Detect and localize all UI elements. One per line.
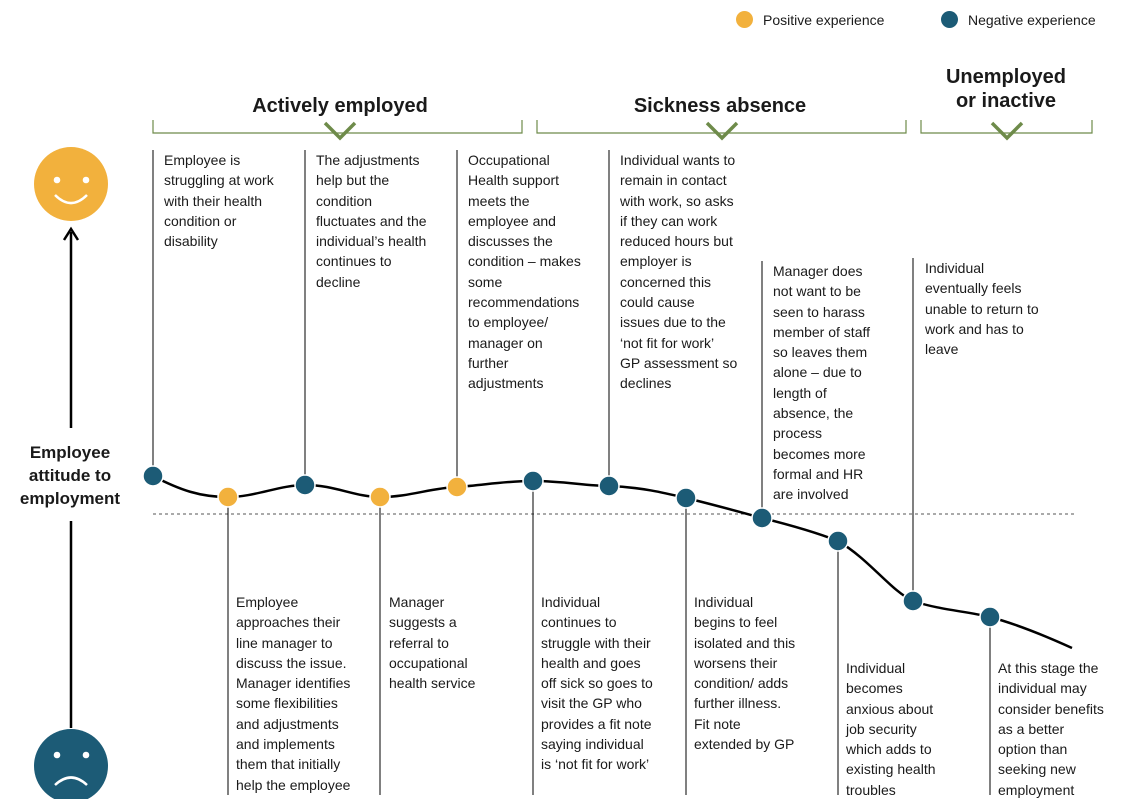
journey-point-positive (446, 476, 468, 498)
legend-positive-label: Positive experience (763, 11, 885, 28)
legend-negative-label: Negative experience (968, 11, 1096, 28)
journey-point-negative (979, 606, 1001, 628)
annotation-above-6: Individual eventually feels unable to re… (925, 260, 1039, 358)
chevron-down-icon (990, 121, 1024, 141)
journey-point-positive (217, 486, 239, 508)
annotation-above-2: The adjustments help but the condition f… (316, 152, 427, 290)
annotation-above-5: Manager does not want to be seen to hara… (773, 263, 871, 503)
arrow-up-icon (62, 226, 80, 241)
negative-dot-icon (941, 11, 958, 28)
annotation-above-3: Occupational Health support meets the em… (468, 152, 581, 392)
journey-point-negative (751, 507, 773, 529)
annotation-below-1: Employee approaches their line manager t… (236, 594, 351, 793)
journey-points (142, 465, 1001, 628)
journey-point-negative (902, 590, 924, 612)
annotation-above-1: Employee is struggling at work with thei… (164, 152, 274, 250)
connector-lines (152, 150, 991, 795)
journey-point-negative (827, 530, 849, 552)
y-axis-label: Employee attitude to employment (19, 443, 121, 508)
journey-point-negative (142, 465, 164, 487)
phase-brace-unemployed (920, 120, 1093, 134)
sad-face-icon (34, 729, 108, 799)
annotation-below-6: At this stage the individual may conside… (998, 660, 1104, 798)
phase-brace-actively-employed (152, 120, 523, 134)
journey-point-negative (294, 474, 316, 496)
phase-title-actively-employed: Actively employed (252, 95, 428, 117)
legend-negative: Negative experience (941, 11, 1096, 28)
phase-title-unemployed-or-inactive: Unemployed or inactive (945, 66, 1067, 112)
chevron-down-icon (323, 121, 357, 141)
annotation-below-4: Individual begins to feel isolated and t… (694, 594, 796, 753)
annotation-above-4: Individual wants to remain in contact wi… (620, 152, 738, 392)
annotation-below-5: Individual becomes anxious about job sec… (846, 660, 936, 798)
phase-title-sickness-absence: Sickness absence (633, 95, 807, 117)
positive-dot-icon (736, 11, 753, 28)
journey-point-negative (675, 487, 697, 509)
journey-point-negative (522, 470, 544, 492)
annotation-below-2: Manager suggests a referral to occupatio… (389, 594, 476, 692)
chevron-down-icon (705, 121, 739, 141)
phase-brace-sickness-absence (536, 120, 907, 134)
happy-face-icon (34, 147, 108, 221)
journey-point-negative (598, 475, 620, 497)
annotation-below-3: Individual continues to struggle with th… (541, 594, 653, 773)
legend-positive: Positive experience (736, 11, 884, 28)
journey-point-positive (369, 486, 391, 508)
